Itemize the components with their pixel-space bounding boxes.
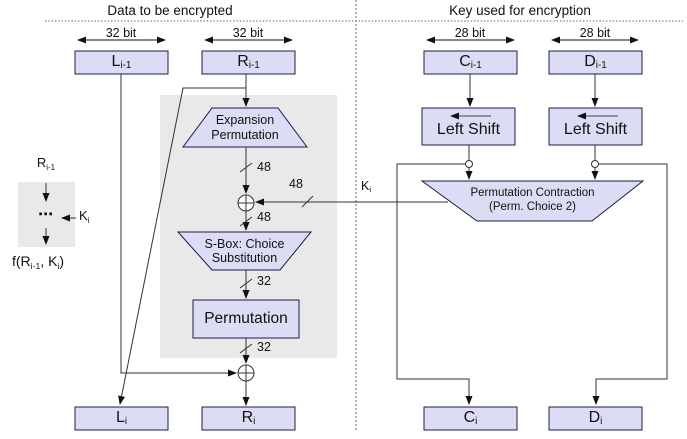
register-box-r-prev xyxy=(201,50,296,75)
permutation-box xyxy=(192,299,300,339)
register-box-d-prev xyxy=(548,50,643,75)
slash-48-key xyxy=(301,195,314,208)
left-shift2-label: Left Shift xyxy=(563,120,628,138)
register-box-l-next xyxy=(74,406,169,431)
slash-48-b xyxy=(239,216,253,227)
left-shift2-box xyxy=(548,107,643,146)
left-shift1-box xyxy=(421,107,516,146)
perm-contraction-label: Permutation Contraction (Perm. Choice 2) xyxy=(470,187,595,213)
wire-label-48-expansion: 48 xyxy=(257,160,271,174)
register-box-l-prev xyxy=(74,50,169,75)
section-title-key: Key used for encryption xyxy=(449,3,591,18)
legend-key-label: Ki xyxy=(79,208,90,225)
legend-dots: ⋯ xyxy=(38,206,54,223)
bit-width-label-l: 32 bit xyxy=(105,26,137,40)
legend-input-label: Ri-1 xyxy=(36,155,56,172)
register-box-c-prev xyxy=(423,50,518,75)
left-shift1-label: Left Shift xyxy=(436,120,501,138)
perm-contraction-shape xyxy=(420,180,645,222)
wire-label-48-key: 48 xyxy=(289,177,303,191)
wire-leftshift2-to-dnext xyxy=(592,163,668,405)
bit-width-label-r: 32 bit xyxy=(232,26,264,40)
slash-32-b xyxy=(239,343,253,354)
wire-label-32-perm: 32 xyxy=(257,340,271,354)
subkey-label: Ki xyxy=(361,179,372,195)
register-box-d-next xyxy=(548,406,643,431)
branch-node-c xyxy=(465,160,473,168)
wire-rprev-to-lnext xyxy=(118,87,246,405)
bit-width-label-c: 28 bit xyxy=(454,26,486,40)
expansion-permutation-label: Expansion Permutation xyxy=(211,113,279,142)
wire-label-32-sbox: 32 xyxy=(257,274,271,288)
expansion-permutation-shape xyxy=(182,107,308,148)
register-box-c-next xyxy=(423,406,518,431)
register-box-r-next xyxy=(201,406,296,431)
wire-leftshift1-to-cnext xyxy=(396,163,473,405)
legend-output-label: f(Ri-1, Ki) xyxy=(12,253,65,271)
wire-label-48-xor: 48 xyxy=(257,210,271,224)
wire-lprev-to-xor2 xyxy=(120,74,237,377)
bit-width-label-d: 28 bit xyxy=(579,26,611,40)
slash-48-a xyxy=(239,162,253,173)
branch-node-d xyxy=(591,160,599,168)
sbox-shape xyxy=(176,231,313,271)
slash-32-a xyxy=(239,278,253,289)
sbox-label: S-Box: Choice Substitution xyxy=(204,236,285,265)
permutation-label: Permutation xyxy=(204,310,288,328)
section-title-data: Data to be encrypted xyxy=(107,3,233,18)
